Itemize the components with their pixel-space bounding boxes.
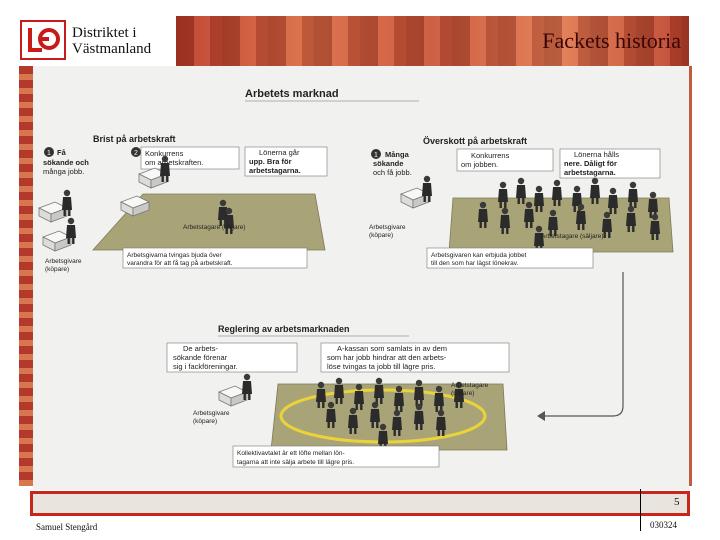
bottom-step-1-line-2: sökande förenar bbox=[173, 353, 228, 362]
bottom-buyer-label-line-2: (köpare) bbox=[193, 418, 217, 425]
lo-logo-mark bbox=[22, 22, 64, 58]
district-line-1: Distriktet i bbox=[72, 25, 151, 41]
district-line-2: Västmanland bbox=[72, 41, 151, 57]
svg-text:1: 1 bbox=[47, 150, 51, 157]
right-step-1-line-1: Många bbox=[385, 150, 410, 159]
right-step-2: 2 Konkurrens om jobben. bbox=[457, 149, 553, 171]
left-buyer-label-line-2: (köpare) bbox=[45, 266, 69, 273]
slide-date: 030324 bbox=[650, 520, 677, 530]
right-step-1-line-2: sökande bbox=[373, 159, 403, 168]
bottom-caption-line-2: tagarna att inte sälja arbete till lägre… bbox=[237, 459, 354, 466]
left-step-3-line-3: arbetstagarna. bbox=[249, 166, 301, 175]
left-step-3: 3 Lönerna går upp. Bra för arbetstagarna… bbox=[245, 147, 327, 176]
left-step-2-line-2: om arbetskraften. bbox=[145, 158, 203, 167]
bottom-step-1-line-1: De arbets- bbox=[183, 344, 219, 353]
bottom-step-2-line-3: löse tvingas ta jobb till lägre pris. bbox=[327, 362, 435, 371]
footer-bar bbox=[30, 491, 690, 516]
right-employer-desk bbox=[401, 176, 432, 208]
left-step-1: 1 Få sökande och många jobb. bbox=[43, 147, 89, 176]
left-step-2: 2 Konkurrens om arbetskraften. bbox=[131, 147, 239, 169]
right-step-3-line-1: Lönerna hålls bbox=[574, 150, 619, 159]
bottom-step-1-line-3: sig i fackföreningar. bbox=[173, 362, 238, 371]
right-step-2-line-2: om jobben. bbox=[461, 160, 498, 169]
left-caption-line-1: Arbetsgivarna tvingas bjuda över bbox=[127, 252, 223, 259]
figure-title: Arbetets marknad bbox=[245, 88, 339, 100]
district-name: Distriktet i Västmanland bbox=[72, 25, 151, 57]
bottom-seller-label-line-2: (säljare) bbox=[451, 390, 474, 397]
svg-text:2: 2 bbox=[134, 150, 138, 157]
bottom-heading: Reglering av arbetsmarknaden bbox=[218, 324, 350, 334]
footer-bar-inner bbox=[33, 494, 687, 513]
bottom-step-2: 2 A-kassan som samlats in av dem som har… bbox=[321, 343, 509, 372]
right-decorative-strip bbox=[689, 66, 692, 486]
svg-text:1: 1 bbox=[374, 152, 378, 159]
left-caption-line-2: varandra för att få tag på arbetskraft. bbox=[127, 259, 233, 267]
right-step-3: 3 Lönerna hålls nere. Dåligt för arbetst… bbox=[560, 149, 660, 178]
lo-logo bbox=[20, 20, 66, 60]
right-caption-line-1: Arbetsgivaren kan erbjuda jobbet bbox=[431, 252, 527, 259]
left-seller-label: Arbetstagare (säljare) bbox=[183, 224, 246, 231]
right-buyer-label-line-1: Arbetsgivare bbox=[369, 224, 406, 231]
header-banner: Fackets historia bbox=[176, 16, 689, 66]
slide-title: Fackets historia bbox=[542, 28, 681, 54]
left-step-3-line-2: upp. Bra för bbox=[249, 157, 292, 166]
right-step-3-line-2: nere. Dåligt för bbox=[564, 159, 617, 168]
footer-divider bbox=[640, 489, 641, 531]
left-heading: Brist på arbetskraft bbox=[93, 134, 176, 144]
right-seller-label: Arbetstagare (säljare) bbox=[541, 233, 604, 240]
left-step-1-line-2: sökande och bbox=[43, 158, 89, 167]
author-name: Samuel Stengård bbox=[36, 522, 97, 532]
left-step-1-line-1: Få bbox=[57, 148, 67, 157]
right-caption-line-2: till den som har lägst lönekrav. bbox=[431, 260, 519, 267]
right-step-3-line-3: arbetstagarna. bbox=[564, 168, 616, 177]
bottom-step-2-line-2: som har jobb hindrar att den arbets- bbox=[327, 353, 447, 362]
labor-market-diagram: Arbetets marknad Brist på arbetskraft 1 … bbox=[33, 66, 689, 490]
labor-market-figure: Arbetets marknad Brist på arbetskraft 1 … bbox=[33, 66, 689, 490]
right-step-2-line-1: Konkurrens bbox=[471, 151, 510, 160]
left-step-3-line-1: Lönerna går bbox=[259, 148, 300, 157]
bottom-step-1: 1 De arbets- sökande förenar sig i fackf… bbox=[167, 343, 297, 372]
bottom-employer-desk bbox=[219, 374, 252, 406]
left-step-1-line-3: många jobb. bbox=[43, 167, 84, 176]
left-buyer-label-line-1: Arbetsgivare bbox=[45, 258, 82, 265]
bottom-caption-line-1: Kollektivavtalet är ett löfte mellan lön… bbox=[237, 450, 345, 457]
right-step-1-line-3: och få jobb. bbox=[373, 168, 412, 177]
bottom-step-2-line-1: A-kassan som samlats in av dem bbox=[337, 344, 447, 353]
right-buyer-label-line-2: (köpare) bbox=[369, 232, 393, 239]
right-heading: Överskott på arbetskraft bbox=[423, 136, 527, 146]
right-step-1: 1 Många sökande och få jobb. bbox=[371, 149, 412, 177]
flow-arrow-line bbox=[545, 272, 623, 416]
left-decorative-strip bbox=[19, 66, 33, 486]
flow-arrow-head bbox=[537, 411, 545, 421]
bottom-seller-label-line-1: Arbetstagare bbox=[451, 382, 489, 389]
page-number: 5 bbox=[674, 496, 680, 508]
bottom-buyer-label-line-1: Arbetsgivare bbox=[193, 410, 230, 417]
